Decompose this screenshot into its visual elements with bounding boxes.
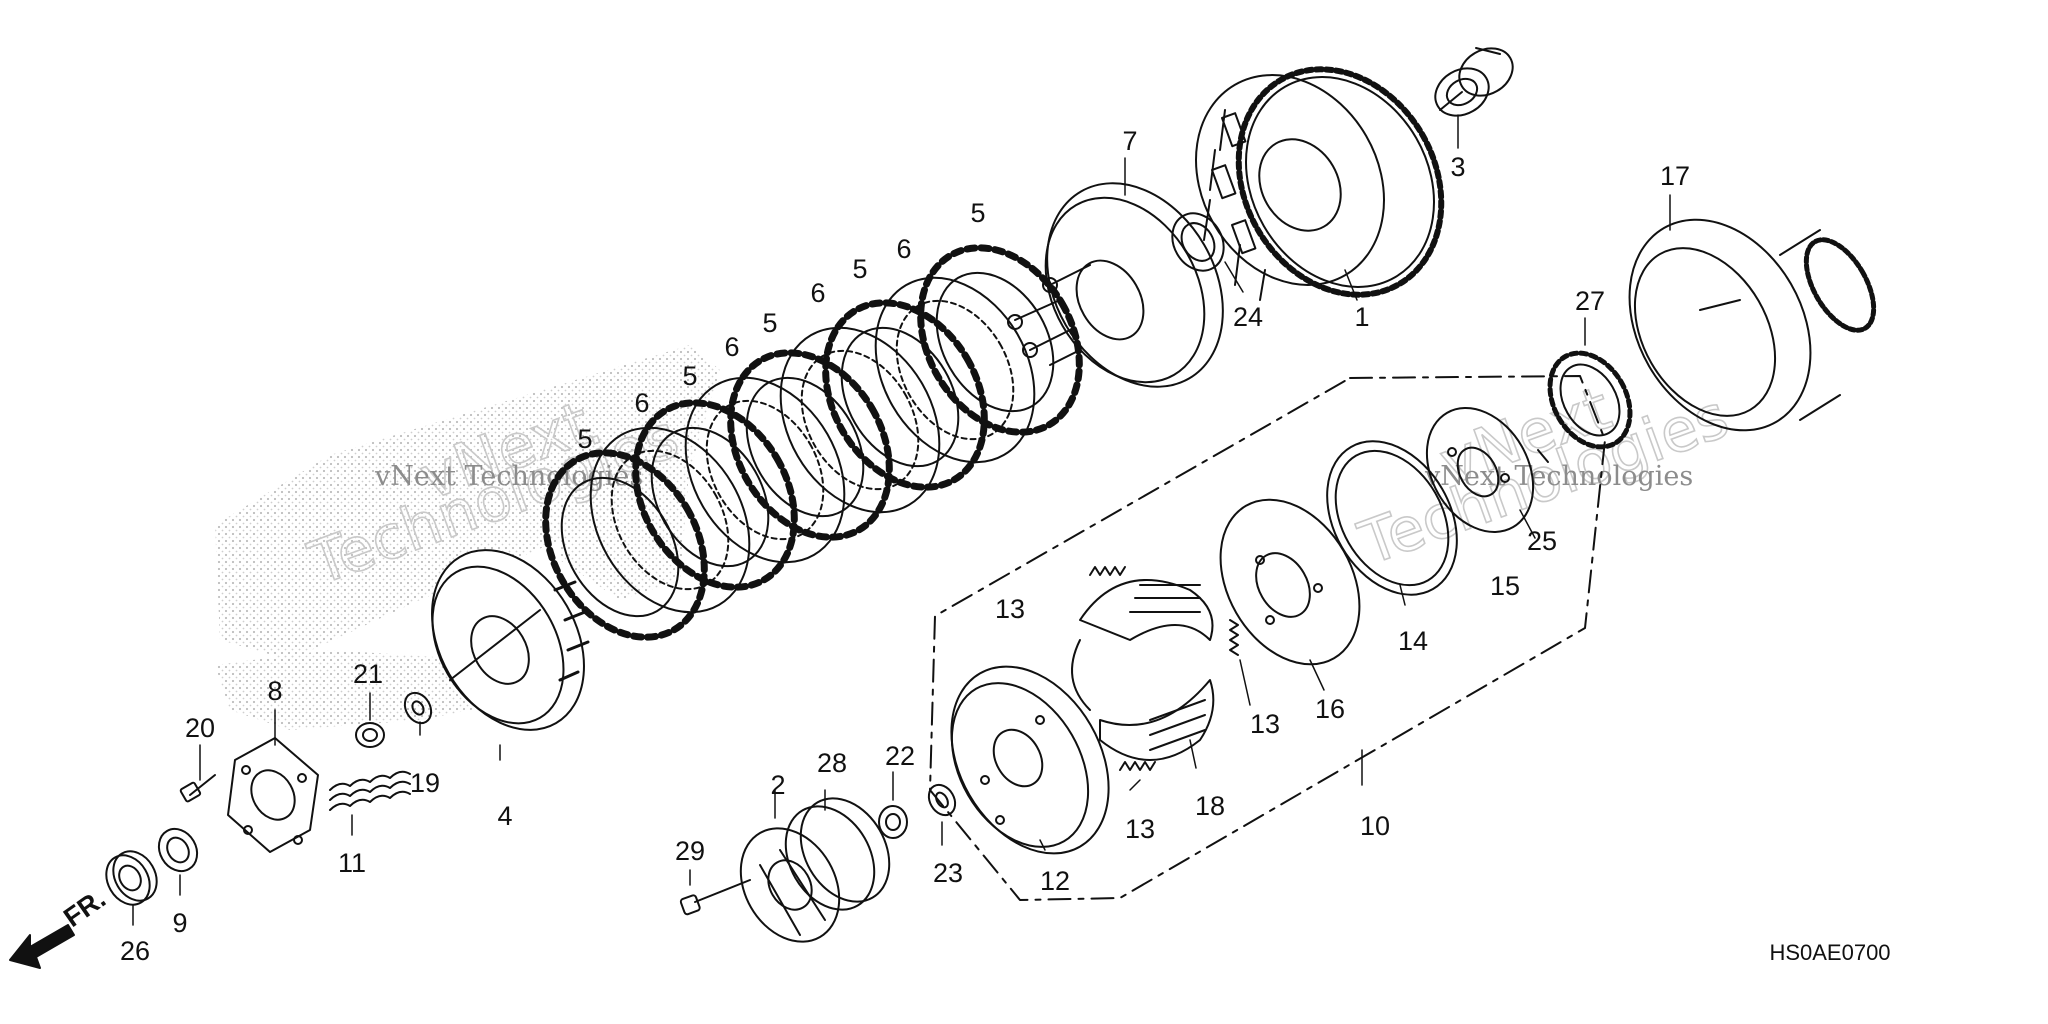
- part-13c-weight-spring[interactable]: [1119, 761, 1156, 771]
- part-11-clutch-spring[interactable]: [329, 770, 411, 811]
- callout-13-c: 13: [1125, 814, 1155, 844]
- callout-6-a: 6: [634, 388, 649, 418]
- leader-lines: [132, 114, 1671, 926]
- part-24-washer[interactable]: [1162, 204, 1234, 280]
- callout-5-a: 5: [577, 424, 592, 454]
- callout-27: 27: [1575, 286, 1605, 316]
- callout-9: 9: [172, 908, 187, 938]
- callout-13-b: 13: [1250, 709, 1280, 739]
- part-27-one-way-clutch[interactable]: [1534, 339, 1646, 462]
- callout-5-e: 5: [970, 198, 985, 228]
- part-8-lifter-plate[interactable]: [227, 737, 319, 853]
- callout-19: 19: [410, 768, 440, 798]
- part-14-side-plate[interactable]: [1301, 418, 1483, 618]
- part-5a-friction-disk[interactable]: [514, 424, 737, 666]
- callout-26: 26: [120, 936, 150, 966]
- callout-21: 21: [353, 659, 383, 689]
- callout-7: 7: [1122, 126, 1137, 156]
- part-25-dowel-pin[interactable]: [1537, 449, 1549, 463]
- part-29-flange-bolt[interactable]: [679, 879, 751, 916]
- callout-28: 28: [817, 748, 847, 778]
- part-21-nut[interactable]: [355, 722, 385, 748]
- callout-22: 22: [885, 741, 915, 771]
- callout-17: 17: [1660, 161, 1690, 191]
- part-2-one-way-clutch-hub[interactable]: [721, 811, 859, 960]
- callout-15: 15: [1490, 571, 1520, 601]
- callout-10: 10: [1360, 811, 1390, 841]
- callouts: 3 1 24 7 17 27 5 6 5 6 5 6 5 6 5 25 15 1…: [120, 126, 1690, 966]
- callout-14: 14: [1398, 626, 1428, 656]
- callout-25: 25: [1527, 526, 1557, 556]
- front-direction-arrow: [9, 924, 75, 969]
- drawing-code: HS0AE0700: [1769, 940, 1890, 965]
- callout-20: 20: [185, 713, 215, 743]
- callout-18: 18: [1195, 791, 1225, 821]
- part-13a-weight-spring[interactable]: [1089, 566, 1126, 576]
- part-5e-friction-disk[interactable]: [889, 219, 1112, 461]
- part-19-washer[interactable]: [400, 688, 437, 728]
- part-22-lock-nut[interactable]: [878, 805, 908, 839]
- assembly-10-outline: [929, 375, 1606, 901]
- callout-6-b: 6: [724, 332, 739, 362]
- part-26-bearing[interactable]: [98, 843, 166, 912]
- part-18-clutch-weight[interactable]: [1071, 579, 1215, 761]
- callout-4: 4: [497, 801, 512, 831]
- callout-6-d: 6: [896, 234, 911, 264]
- stipple-shading: [215, 345, 720, 730]
- part-15-thrust-washer[interactable]: [1405, 389, 1554, 551]
- callout-5-b: 5: [682, 361, 697, 391]
- callout-23: 23: [933, 858, 963, 888]
- part-13b-weight-spring[interactable]: [1229, 619, 1239, 656]
- callout-8: 8: [267, 676, 282, 706]
- callout-24: 24: [1233, 302, 1263, 332]
- part-16-clutch-plate-b[interactable]: [1192, 475, 1387, 689]
- callout-5-d: 5: [852, 254, 867, 284]
- part-6c-clutch-plate[interactable]: [749, 299, 972, 541]
- part-3-collar[interactable]: [1427, 39, 1521, 125]
- part-28-spacer[interactable]: [768, 782, 907, 925]
- part-12-drive-plate[interactable]: [919, 638, 1140, 881]
- callout-11: 11: [338, 848, 366, 878]
- callout-6-c: 6: [810, 278, 825, 308]
- part-4-clutch-center[interactable]: [401, 523, 615, 757]
- callout-12: 12: [1040, 866, 1070, 896]
- part-6d-clutch-plate[interactable]: [844, 249, 1067, 491]
- callout-16: 16: [1315, 694, 1345, 724]
- callout-2: 2: [770, 770, 785, 800]
- part-1-clutch-outer[interactable]: [1159, 32, 1481, 331]
- part-9-oil-seal[interactable]: [151, 822, 204, 878]
- callout-1: 1: [1354, 302, 1369, 332]
- part-20-bolt[interactable]: [179, 774, 216, 803]
- callout-13-a: 13: [995, 594, 1025, 624]
- callout-5-c: 5: [762, 308, 777, 338]
- callout-29: 29: [675, 836, 705, 866]
- friction-disk-stack: [514, 219, 1112, 666]
- watermark-caption: vNext Technologies: [374, 461, 643, 492]
- part-17-clutch-drum-gear[interactable]: [1593, 187, 1888, 463]
- part-6b-clutch-plate[interactable]: [654, 349, 877, 591]
- part-23-washer[interactable]: [924, 780, 961, 820]
- callout-3: 3: [1450, 152, 1465, 182]
- watermark-caption-right: vNext Technologies: [1424, 461, 1693, 492]
